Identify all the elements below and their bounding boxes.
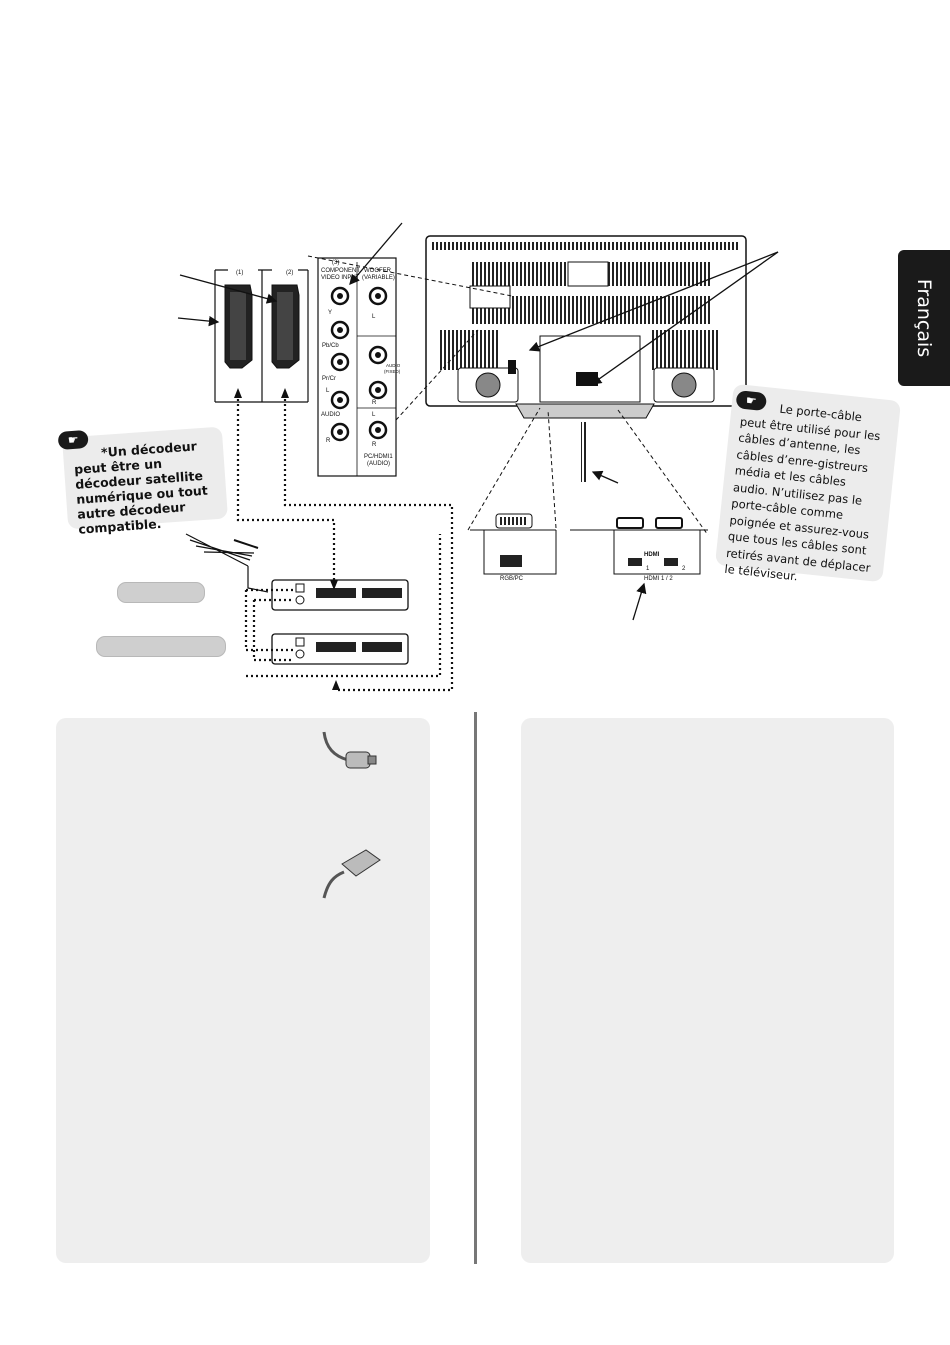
left-info-panel (56, 718, 430, 1263)
scart-1-label: (1) (236, 270, 243, 276)
component-panel: (3) COMPONENT VIDEO INPUT WOOFER (VARIAB… (317, 257, 401, 477)
component-title-1: COMPONENT (321, 268, 360, 274)
woofer-l-label: L (372, 314, 376, 320)
component-pb-label: Pb/Cb (322, 343, 339, 349)
decoder-note: ☛ *Un décodeur peut être un décodeur sat… (57, 426, 229, 537)
column-divider (474, 712, 477, 1264)
antenna-icon (185, 533, 269, 593)
woofer-title-2: (VARIABLE) (362, 275, 395, 281)
device-2-label-box (96, 636, 226, 657)
woofer-title-1: WOOFER (364, 268, 392, 274)
hdmi-logo: HDMI (644, 552, 660, 558)
scart-plug-icon (322, 849, 381, 899)
component-input-number: (3) (332, 260, 339, 266)
audio-fixed-1: AUDIO (386, 363, 401, 368)
component-title-2: VIDEO INPUT (321, 275, 360, 281)
rgb-pc-inset: RGB/PC (470, 513, 557, 582)
device-1-label-box (117, 582, 205, 603)
component-pr-label: Pr/Cr (322, 376, 336, 382)
device-1 (271, 579, 409, 611)
woofer-r-label: R (372, 400, 377, 406)
pointer-arrows (177, 222, 779, 621)
dotted-cables (236, 394, 454, 692)
audio-l-label: L (326, 388, 330, 394)
tv-rear (425, 235, 747, 482)
rgb-pc-label: RGB/PC (500, 576, 524, 582)
connection-diagram: (1) (2) (3) COMPONENT VIDEO INPUT WOOFER… (177, 222, 779, 692)
pc-hdmi-audio-2: (AUDIO) (367, 461, 390, 467)
cable-holder-note: ☛ Le porte-câble peut être utilisé pour … (714, 383, 902, 583)
scart-connector-2[interactable] (271, 284, 300, 369)
rca-jacks[interactable] (330, 286, 388, 442)
pc-hdmi-audio-1: PC/HDMI1 (364, 454, 393, 460)
right-info-panel (521, 718, 894, 1263)
fixed-l-label: L (372, 412, 376, 418)
fixed-r-label: R (372, 442, 377, 448)
hdmi-inset: HDMI 1 2 HDMI 1 / 2 (570, 517, 708, 582)
language-tab: Français (898, 250, 950, 386)
coax-plug-icon (322, 731, 377, 769)
component-y-label: Y (328, 310, 332, 316)
zoom-lines (307, 255, 709, 536)
decoder-note-text: *Un décodeur peut être un décodeur satel… (73, 438, 209, 537)
scart-2-label: (2) (286, 270, 293, 276)
hdmi-2-label: 2 (682, 566, 686, 572)
cable-holder-note-text: Le porte-câble peut être utilisé pour le… (723, 401, 882, 584)
scart-panel: (1) (2) (214, 269, 309, 403)
audio-label: AUDIO (321, 412, 340, 418)
device-2 (271, 633, 409, 665)
audio-r-label: R (326, 438, 331, 444)
hdmi-1-label: 1 (646, 566, 650, 572)
hdmi-12-label: HDMI 1 / 2 (644, 576, 673, 582)
scart-connector-1[interactable] (224, 284, 253, 369)
audio-fixed-2: (FIXED) (384, 369, 401, 374)
